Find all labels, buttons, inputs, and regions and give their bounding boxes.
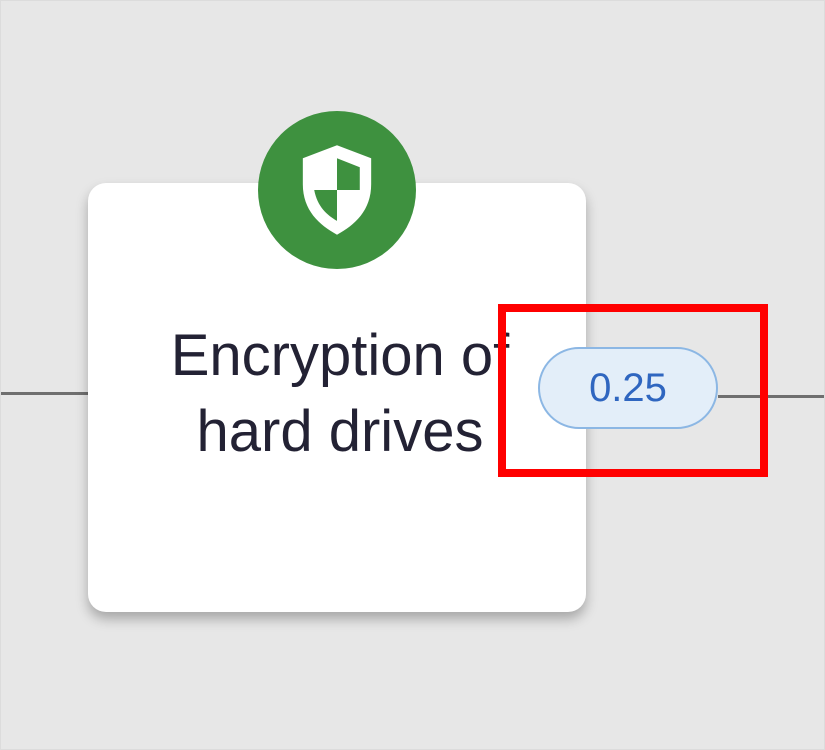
edge-weight-badge[interactable]: 0.25	[538, 347, 718, 429]
shield-icon	[258, 111, 416, 269]
outgoing-edge[interactable]	[718, 395, 825, 398]
highlight-box	[498, 304, 768, 477]
node-label: Encryption of hard drives	[170, 323, 510, 464]
incoming-edge[interactable]	[0, 392, 90, 395]
